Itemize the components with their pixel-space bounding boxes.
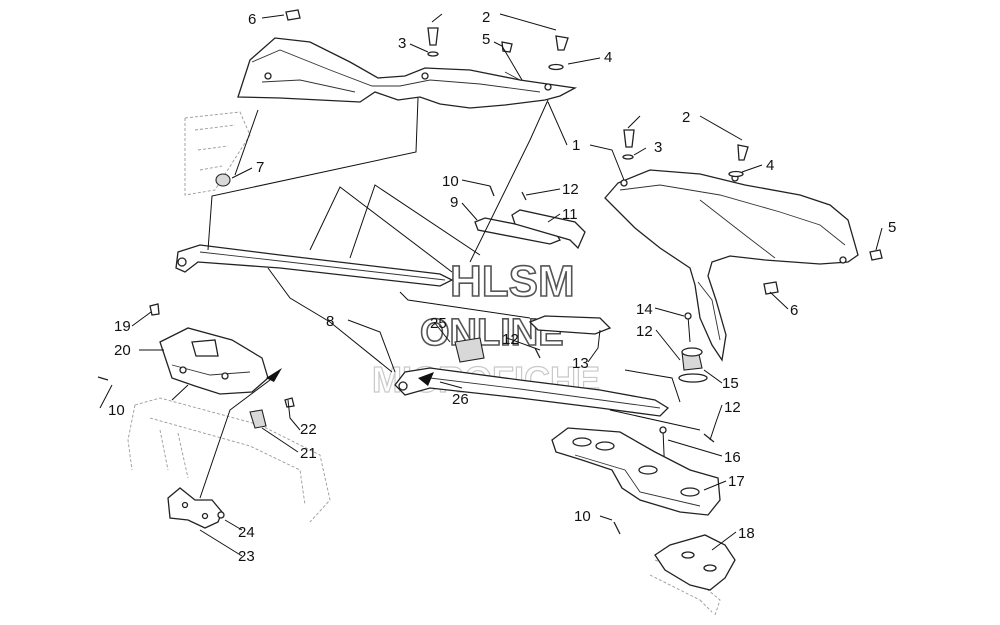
watermark-line1: HLSM <box>450 257 575 306</box>
callout-10-lower: 10 <box>574 508 591 525</box>
callout-4-top: 4 <box>604 49 612 66</box>
callout-23: 23 <box>238 548 255 565</box>
callout-20: 20 <box>114 342 131 359</box>
callout-17: 17 <box>728 473 745 490</box>
callout-18: 18 <box>738 525 755 542</box>
frame-ghost-left <box>127 111 331 523</box>
callout-16: 16 <box>724 449 741 466</box>
callout-19: 19 <box>114 318 131 335</box>
callout-1: 1 <box>572 137 580 154</box>
callout-22: 22 <box>300 421 317 438</box>
callout-5-right: 5 <box>888 219 896 236</box>
callout-leaders <box>99 13 883 557</box>
bracket-11 <box>511 209 586 250</box>
nut-7 <box>215 173 231 187</box>
callout-12-right: 12 <box>636 323 653 340</box>
callout-24: 24 <box>238 524 255 541</box>
callout-3-top: 3 <box>398 35 406 52</box>
base-plate-17 <box>551 427 721 516</box>
bracket-13 <box>528 315 612 335</box>
fasteners <box>97 9 883 535</box>
bracket-9 <box>474 217 561 245</box>
callout-25: 25 <box>430 315 447 332</box>
callout-12-upper: 12 <box>562 181 579 198</box>
side-panel-left <box>237 37 578 109</box>
support-tube-upper <box>175 244 454 287</box>
plate-18 <box>654 534 736 591</box>
support-tube-lower <box>394 367 670 417</box>
clip-21 <box>249 409 267 429</box>
bolt-14 <box>684 312 692 343</box>
callout-8: 8 <box>326 313 334 330</box>
assembly-lines <box>171 97 701 499</box>
callout-4-right: 4 <box>766 157 774 174</box>
callout-2-top: 2 <box>482 9 490 26</box>
callout-21: 21 <box>300 445 317 462</box>
callout-11: 11 <box>562 206 578 223</box>
clip-25 <box>454 337 485 363</box>
callout-13: 13 <box>572 355 589 372</box>
bracket-20 <box>159 327 269 395</box>
washer-24 <box>217 511 225 519</box>
side-panel-right <box>604 169 859 362</box>
callout-3-right: 3 <box>654 139 662 156</box>
callout-10-upper: 10 <box>442 173 459 190</box>
callout-6-right: 6 <box>790 302 798 319</box>
callout-5-top: 5 <box>482 31 490 48</box>
callout-7: 7 <box>256 159 264 176</box>
arrow-markers <box>266 368 434 386</box>
callout-15: 15 <box>722 375 739 392</box>
callout-2-right: 2 <box>682 109 690 126</box>
callout-14: 14 <box>636 301 653 318</box>
isolator-15 <box>678 347 708 383</box>
callout-numbers: 6 2 3 5 4 1 2 3 4 5 6 7 10 9 12 11 8 19 … <box>108 9 896 565</box>
callout-12-lower: 12 <box>724 399 741 416</box>
callout-9: 9 <box>450 194 458 211</box>
plate-23 <box>167 487 223 529</box>
callout-12-middle: 12 <box>502 331 519 348</box>
callout-26: 26 <box>452 391 469 408</box>
callout-6-top: 6 <box>248 11 256 28</box>
callout-10-left: 10 <box>108 402 125 419</box>
